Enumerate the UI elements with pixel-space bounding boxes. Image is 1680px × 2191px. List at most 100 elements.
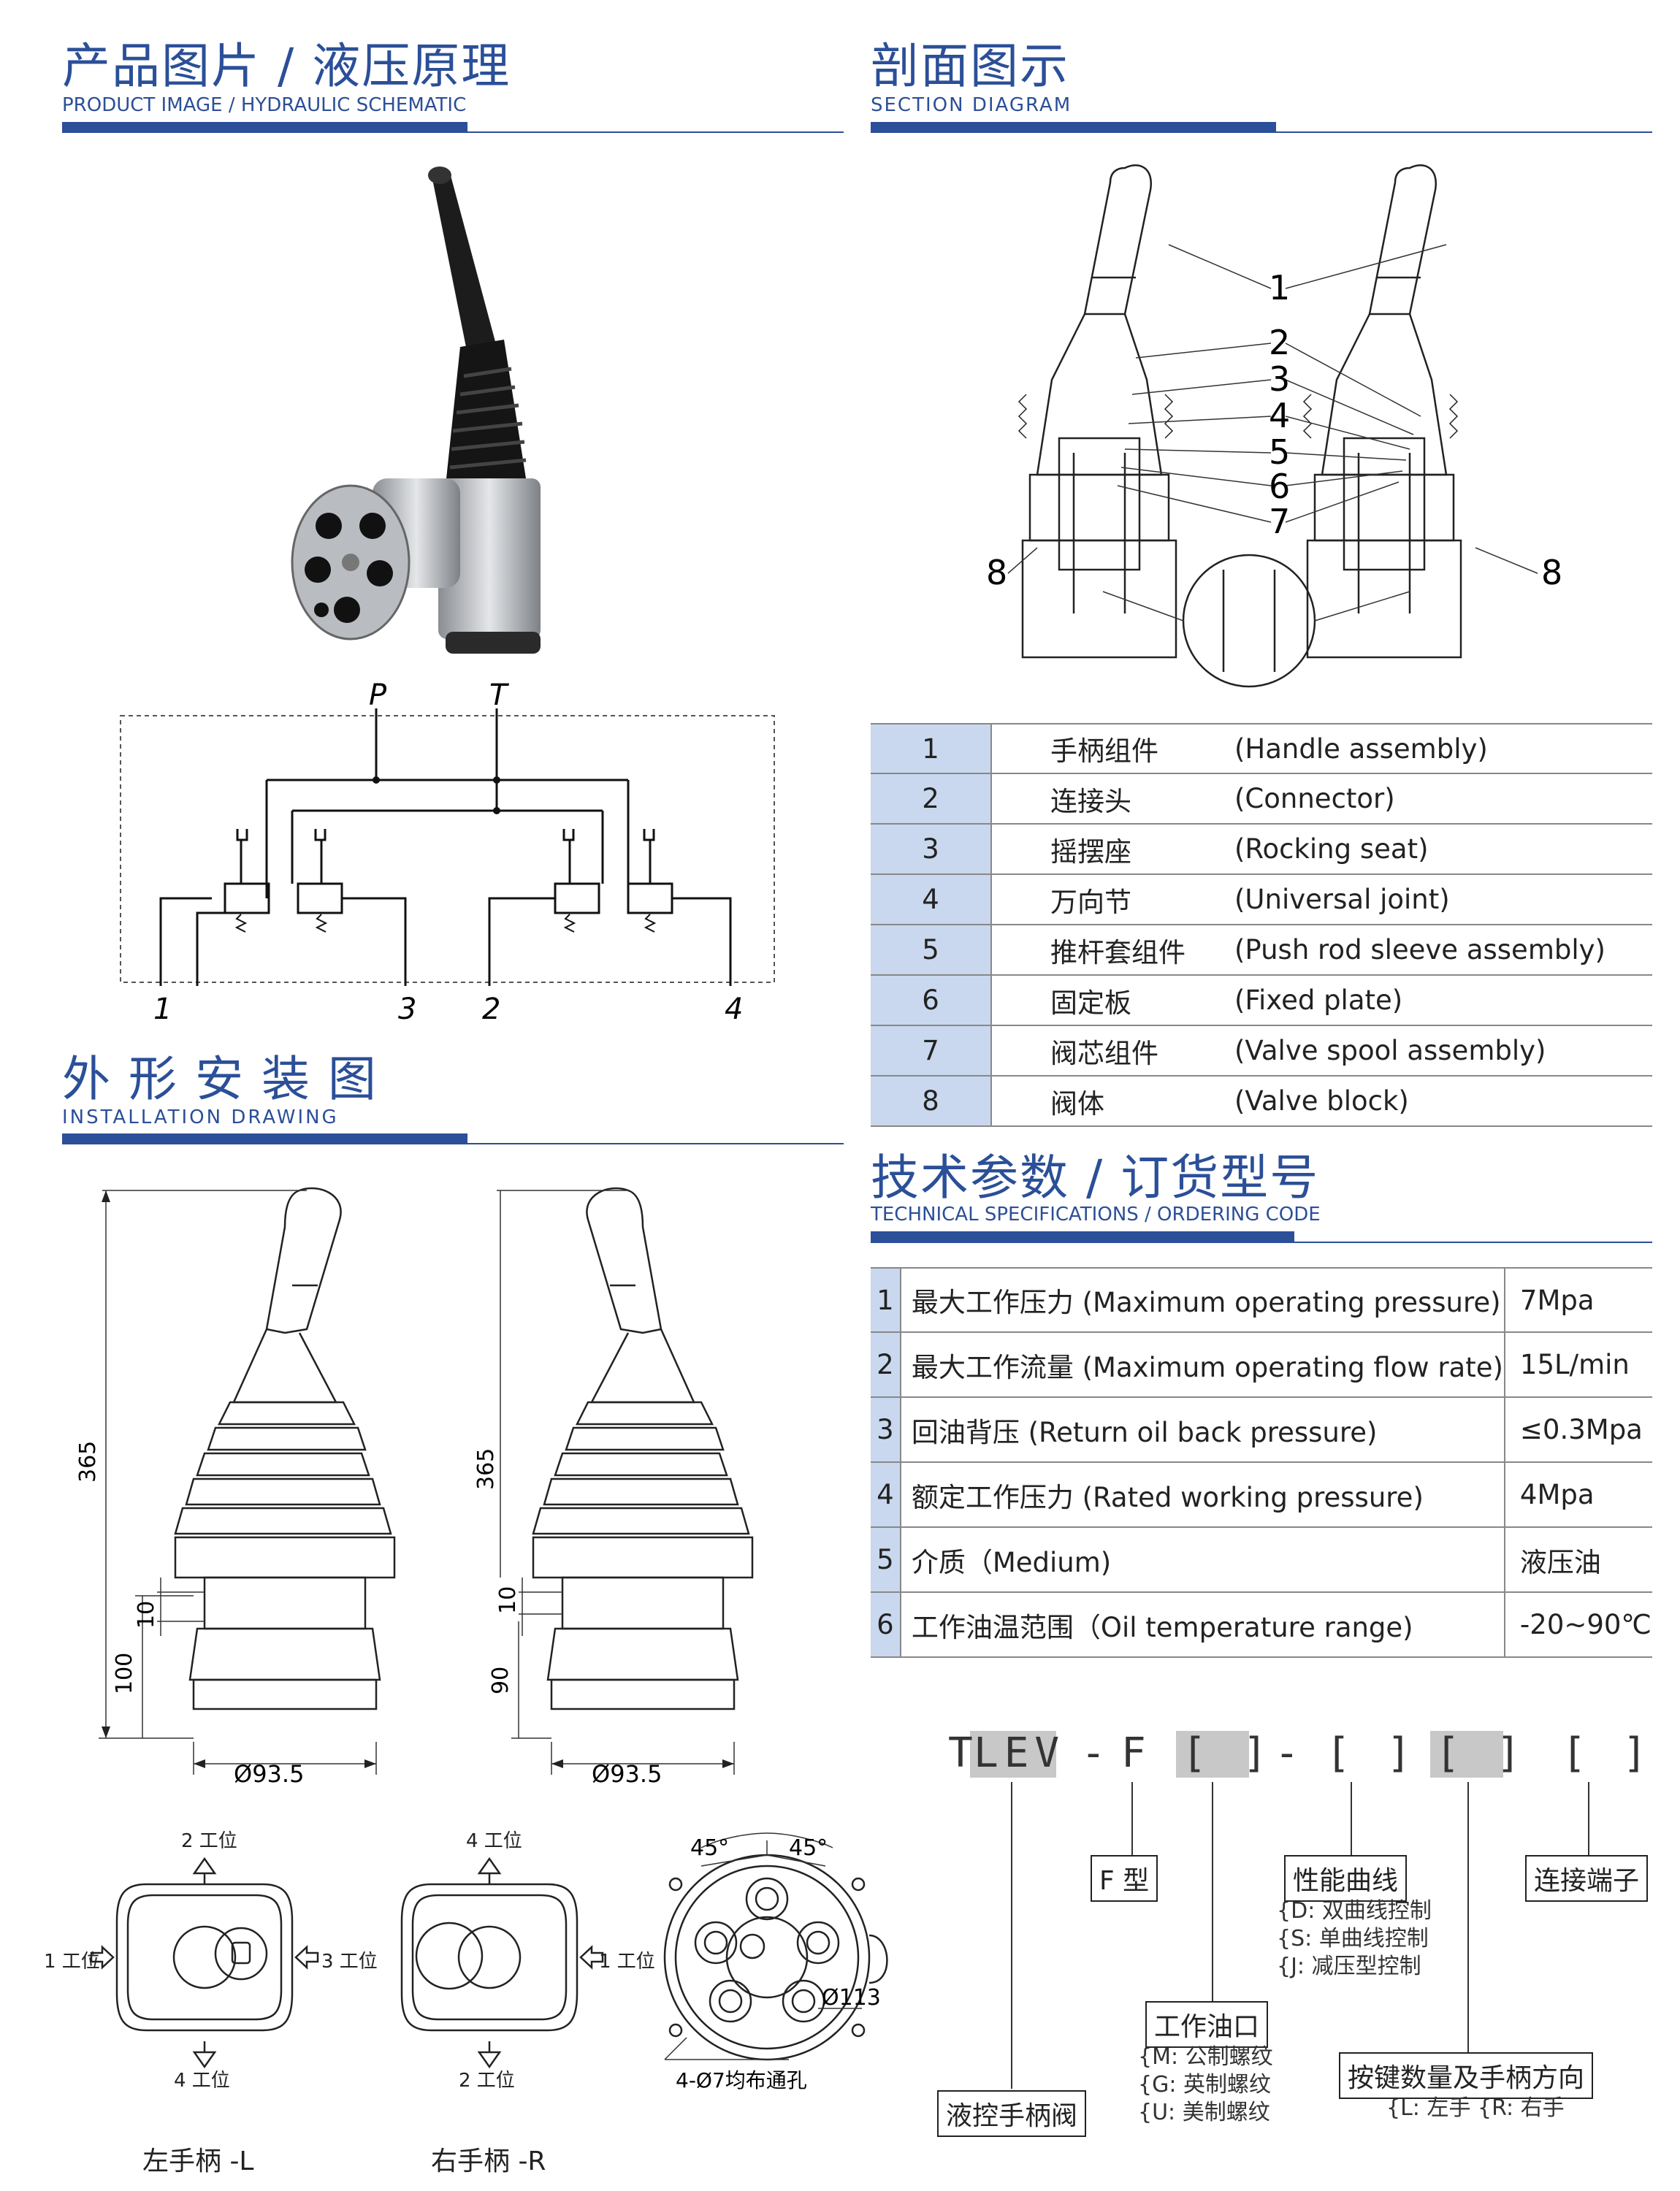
section-callout-2: 2 (1269, 323, 1290, 362)
spec-val: 4Mpa (1504, 1461, 1652, 1528)
base-dia: Ø113 (822, 1985, 881, 2011)
part-cn: 万向节 (991, 873, 1234, 925)
code-f: F (1121, 1729, 1152, 1777)
part-en: (Rocking seat) (1234, 823, 1652, 875)
specs-section-bar (871, 1231, 1294, 1242)
table-row: 8 阀体 (Valve block) (871, 1075, 1652, 1127)
part-cn: 阀芯组件 (991, 1025, 1234, 1077)
table-row: 1 最大工作压力 (Maximum operating pressure) 7M… (871, 1267, 1652, 1333)
top-view-left (90, 1857, 319, 2069)
product-section-bar (62, 122, 467, 132)
table-row: 6 固定板 (Fixed plate) (871, 974, 1652, 1026)
right-pos-top: 4 工位 (466, 1830, 522, 1852)
part-no: 1 (871, 723, 992, 774)
section-callout-5: 5 (1269, 432, 1290, 472)
left-handle-caption: 左手柄 -L (142, 2146, 254, 2176)
spec-val: 液压油 (1504, 1526, 1652, 1593)
spec-desc: 工作油温范围（Oil temperature range) (900, 1591, 1505, 1658)
part-no: 7 (871, 1025, 992, 1077)
label-terminal: 连接端子 (1525, 1855, 1649, 1902)
label-port: 工作油口 (1145, 2001, 1269, 2048)
table-row: 5 推杆套组件 (Push rod sleeve assembly) (871, 924, 1652, 976)
section-diagram-rule (871, 131, 1652, 133)
right-dim-10: 10 (495, 1586, 521, 1614)
part-en: (Universal joint) (1234, 873, 1652, 925)
right-dim-height: 365 (473, 1448, 499, 1490)
product-section-subtitle: PRODUCT IMAGE / HYDRAULIC SCHEMATIC (62, 94, 467, 116)
code-highlight-b1 (1176, 1731, 1249, 1778)
table-row: 3 摇摆座 (Rocking seat) (871, 823, 1652, 875)
table-row: 3 回油背压 (Return oil back pressure) ≤0.3Mp… (871, 1396, 1652, 1463)
specs-section-title: 技术参数 / 订货型号 (871, 1150, 1320, 1206)
section-callout-8-left: 8 (986, 553, 1007, 592)
right-pos-bottom: 2 工位 (459, 2070, 515, 2092)
right-handle-caption: 右手柄 -R (431, 2146, 546, 2176)
port-option-g: {G: 英制螺纹 (1138, 2072, 1271, 2098)
code-bracket-1: [ ] (1182, 1729, 1274, 1777)
spec-no: 2 (871, 1331, 901, 1398)
top-view-right (400, 1857, 604, 2069)
code-bracket-3: [ ] (1435, 1729, 1527, 1777)
spec-val: ≤0.3Mpa (1504, 1396, 1652, 1463)
code-bracket-2: [ ] (1326, 1729, 1418, 1777)
part-en: (Push rod sleeve assembly) (1234, 924, 1652, 976)
section-callout-1: 1 (1269, 268, 1290, 307)
part-en: (Valve spool assembly) (1234, 1025, 1652, 1077)
table-row: 7 阀芯组件 (Valve spool assembly) (871, 1025, 1652, 1077)
part-cn: 手柄组件 (991, 723, 1234, 774)
schematic-label-t: T (489, 678, 510, 712)
part-cn: 固定板 (991, 974, 1234, 1026)
part-en: (Fixed plate) (1234, 974, 1652, 1026)
left-pos-left: 1 工位 (44, 1951, 100, 1973)
section-callout-3: 3 (1269, 359, 1290, 399)
code-dash-2: - (1275, 1729, 1305, 1777)
specs-section-subtitle: TECHNICAL SPECIFICATIONS / ORDERING CODE (871, 1204, 1321, 1225)
spec-desc: 最大工作流量 (Maximum operating flow rate) (900, 1331, 1505, 1398)
spec-desc: 介质（Medium) (900, 1526, 1505, 1593)
section-diagram: 1 2 3 4 5 6 7 8 8 (986, 164, 1562, 688)
code-highlight-lev (970, 1731, 1056, 1778)
section-callout-4: 4 (1269, 396, 1290, 435)
right-dim-dia: Ø93.5 (592, 1760, 662, 1788)
table-row: 4 万向节 (Universal joint) (871, 873, 1652, 925)
part-no: 8 (871, 1075, 992, 1127)
base-holes: 4-Ø7均布通孔 (676, 2068, 807, 2092)
part-cn: 推杆套组件 (991, 924, 1234, 976)
table-row: 2 连接头 (Connector) (871, 773, 1652, 825)
spec-no: 1 (871, 1267, 901, 1333)
code-dash-1: - (1081, 1729, 1112, 1777)
left-pos-top: 2 工位 (181, 1830, 237, 1852)
section-callout-8-right: 8 (1541, 553, 1562, 592)
installation-drawing-right: 365 10 90 Ø93.5 (473, 1187, 754, 1788)
schematic-port-2: 2 (482, 993, 500, 1026)
buttons-option: {L: 左手 {R: 右手 (1386, 2095, 1565, 2121)
left-dim-10: 10 (134, 1601, 159, 1629)
schematic-port-3: 3 (398, 993, 416, 1026)
table-row: 5 介质（Medium) 液压油 (871, 1526, 1652, 1593)
code-highlight-b3 (1430, 1731, 1503, 1778)
product-photo (291, 167, 541, 654)
label-buttons: 按键数量及手柄方向 (1339, 2052, 1594, 2099)
curve-option-d: {D: 双曲线控制 (1277, 1898, 1432, 1924)
spec-no: 4 (871, 1461, 901, 1528)
part-en: (Connector) (1234, 773, 1652, 825)
installation-drawing-left: 365 10 100 Ø93.5 (75, 1187, 396, 1788)
spec-desc: 最大工作压力 (Maximum operating pressure) (900, 1267, 1505, 1333)
spec-no: 3 (871, 1396, 901, 1463)
curve-option-j: {J: 减压型控制 (1277, 1954, 1421, 1979)
install-section-rule (62, 1143, 844, 1144)
schematic-label-p: P (369, 678, 387, 712)
part-no: 3 (871, 823, 992, 875)
part-no: 5 (871, 924, 992, 976)
specs-table: 1 最大工作压力 (Maximum operating pressure) 7M… (871, 1267, 1652, 1658)
part-cn: 连接头 (991, 773, 1234, 825)
label-curve: 性能曲线 (1284, 1855, 1408, 1902)
part-en: (Valve block) (1234, 1075, 1652, 1127)
part-en: (Handle assembly) (1234, 723, 1652, 774)
part-no: 6 (871, 974, 992, 1026)
part-no: 4 (871, 873, 992, 925)
left-dim-100: 100 (112, 1653, 137, 1694)
code-t: T (948, 1729, 979, 1777)
port-option-m: {M: 公制螺纹 (1138, 2044, 1273, 2070)
